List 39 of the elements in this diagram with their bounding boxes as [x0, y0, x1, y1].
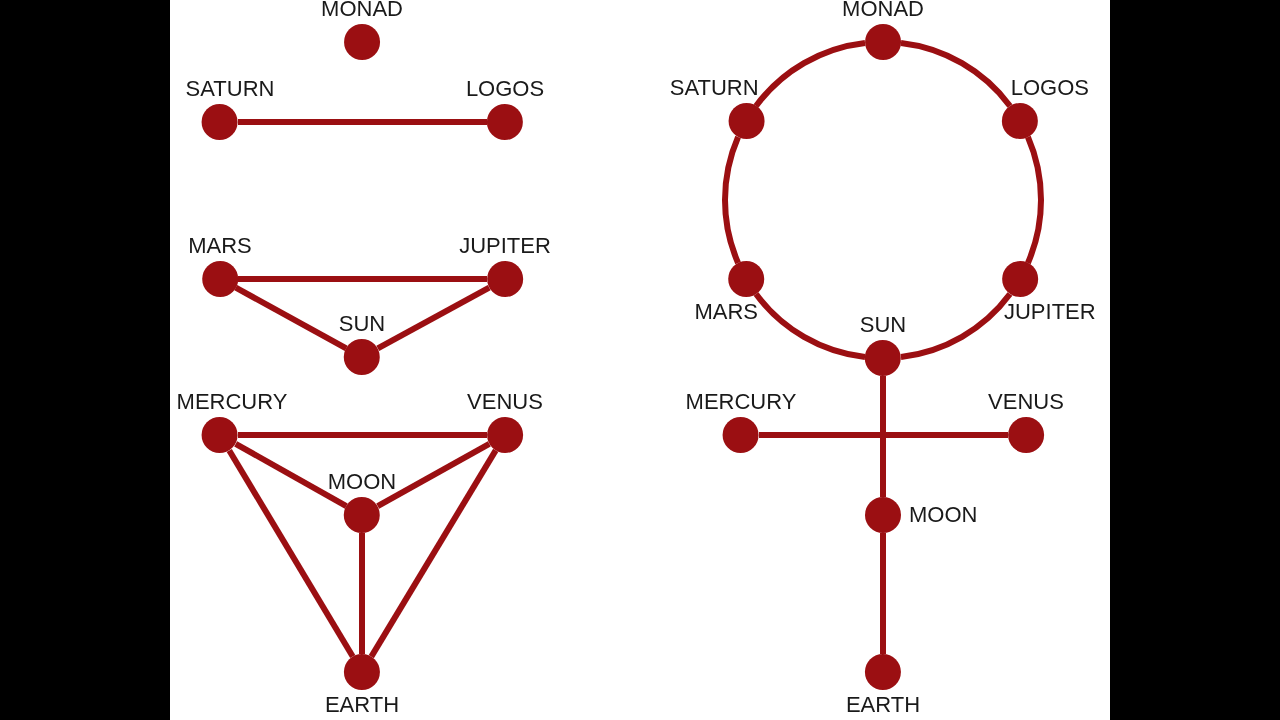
node-label: LOGOS [465, 78, 545, 100]
node-label: MONAD [321, 0, 403, 20]
connector-line [359, 533, 365, 654]
connector-line [1025, 136, 1044, 264]
node-label: MARS [188, 235, 252, 257]
connector-line [376, 441, 491, 509]
connector-line [880, 533, 886, 654]
node-label: MOON [909, 504, 978, 526]
node-label: SUN [859, 314, 907, 336]
connector-line [234, 441, 348, 509]
node-label: SATURN [185, 78, 275, 100]
connector-line [238, 119, 487, 125]
connector-line [226, 448, 356, 659]
connector-line [368, 448, 499, 659]
node-label: SATURN [669, 77, 759, 99]
node-label: JUPITER [1004, 301, 1096, 323]
node-label: EARTH [324, 694, 400, 716]
node-label: MARS [694, 301, 758, 323]
connector-line [238, 432, 487, 438]
node-label: VENUS [988, 391, 1064, 413]
node-label: MERCURY [685, 391, 797, 413]
node-label: SUN [338, 313, 386, 335]
connector-line [900, 292, 1013, 360]
node-label: MOON [327, 471, 397, 493]
connector-line [900, 40, 1013, 108]
connector-line [722, 136, 741, 264]
connector-line [753, 292, 866, 360]
node-label: MONAD [842, 0, 924, 20]
node-label: LOGOS [1010, 77, 1089, 99]
connector-line [753, 40, 866, 108]
node-label: MERCURY [176, 391, 288, 413]
node-label: EARTH [845, 694, 921, 716]
node-label: VENUS [467, 391, 543, 413]
connector-line [376, 285, 491, 351]
connector-line [234, 285, 348, 351]
node-label: JUPITER [459, 235, 551, 257]
connector-line [238, 276, 487, 282]
connector-line [880, 376, 886, 497]
connector-line [759, 432, 1008, 438]
